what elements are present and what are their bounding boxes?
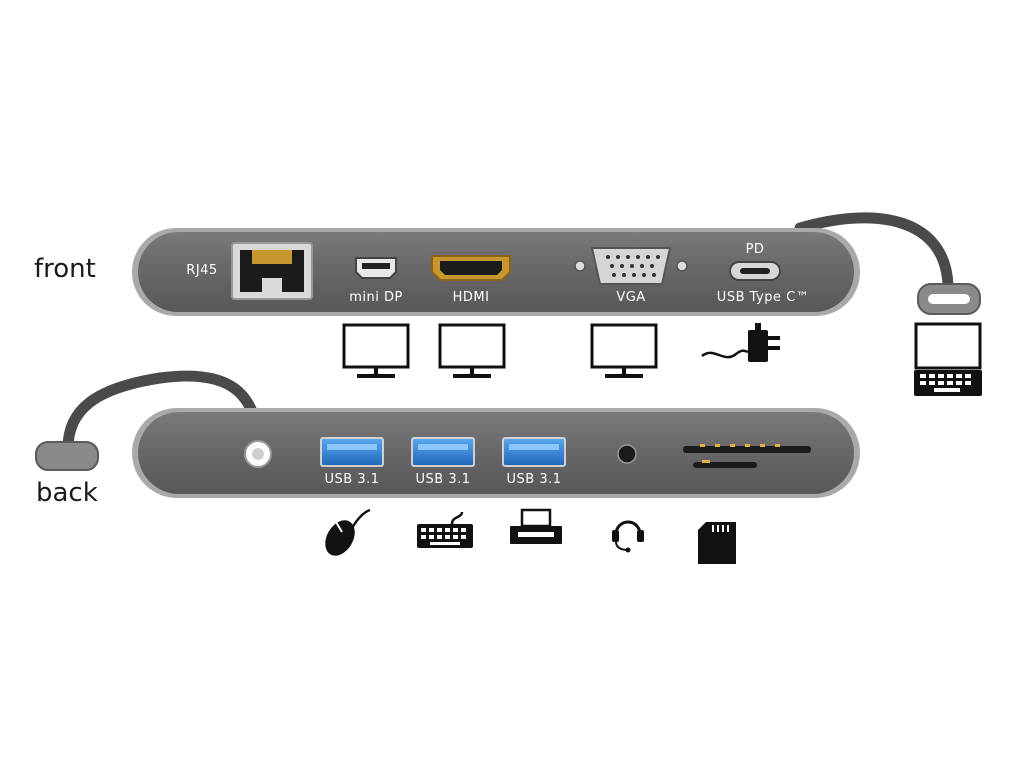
usb-c-plug-icon xyxy=(917,283,981,315)
usb-a-port-icon xyxy=(320,437,384,467)
rj45-label: RJ45 xyxy=(186,263,218,278)
audio-jack-icon xyxy=(617,444,637,464)
sd-card-icon xyxy=(698,522,736,564)
headset-icon xyxy=(612,520,644,553)
vga-port-icon xyxy=(574,247,688,285)
monitor-icon xyxy=(590,323,658,378)
cable-socket-icon xyxy=(244,440,272,468)
mini-dp-port-icon xyxy=(355,257,397,279)
usb-plug-icon xyxy=(35,441,99,471)
card-reader-slot-icon xyxy=(683,444,811,468)
front-cable xyxy=(794,212,954,291)
hdmi-label: HDMI xyxy=(452,290,490,305)
power-adapter-icon xyxy=(701,323,780,362)
vga-label: VGA xyxy=(616,290,646,305)
usb-a-port-icon xyxy=(411,437,475,467)
keyboard-icon xyxy=(417,511,473,548)
pd-label: PD xyxy=(745,242,765,257)
printer-icon xyxy=(510,508,562,544)
mini-dp-label: mini DP xyxy=(349,290,403,305)
mouse-icon xyxy=(325,508,371,556)
back-hub-body xyxy=(132,408,860,498)
back-label: back xyxy=(36,478,98,508)
usb-c-port-icon xyxy=(729,261,781,281)
usb-3-1-label: USB 3.1 xyxy=(324,472,380,487)
monitor-icon xyxy=(342,323,410,378)
monitor-icon xyxy=(438,323,506,378)
hdmi-port-icon xyxy=(431,255,511,281)
front-label: front xyxy=(34,254,96,284)
usb-3-1-label: USB 3.1 xyxy=(506,472,562,487)
back-cable xyxy=(62,370,264,454)
rj45-port-icon xyxy=(231,242,313,300)
laptop-icon xyxy=(914,322,982,396)
usb-3-1-label: USB 3.1 xyxy=(415,472,471,487)
usb-type-c-label: USB Type C™ xyxy=(716,290,810,305)
usb-a-port-icon xyxy=(502,437,566,467)
